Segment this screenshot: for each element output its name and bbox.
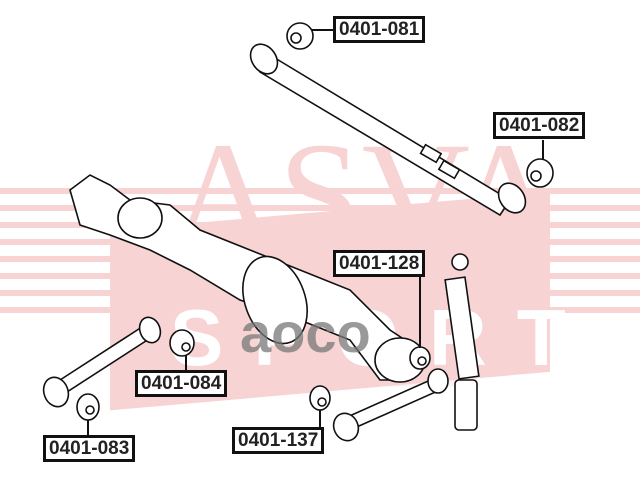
part-label-0401-084: 0401-084 — [135, 370, 228, 397]
leader-lines — [87, 29, 544, 435]
upper-control-arm — [249, 43, 527, 217]
watermark-overlay: aoco — [240, 301, 371, 364]
part-label-0401-083: 0401-083 — [43, 435, 136, 462]
part-label-0401-128: 0401-128 — [333, 250, 426, 277]
shock-absorber — [444, 253, 480, 431]
bushing-0401-084 — [169, 329, 195, 357]
part-label-0401-082: 0401-082 — [493, 112, 586, 139]
bushing-0401-082 — [526, 158, 554, 188]
rear-axle-housing — [69, 174, 426, 383]
lateral-rod — [332, 368, 449, 442]
bushing-0401-083 — [76, 393, 100, 421]
bushing-0401-081 — [286, 22, 314, 50]
part-label-0401-081: 0401-081 — [333, 16, 426, 43]
lower-control-arm — [42, 316, 162, 408]
bushing-0401-137 — [309, 385, 331, 411]
bushing-0401-128 — [409, 346, 431, 370]
part-label-0401-137: 0401-137 — [232, 427, 325, 454]
